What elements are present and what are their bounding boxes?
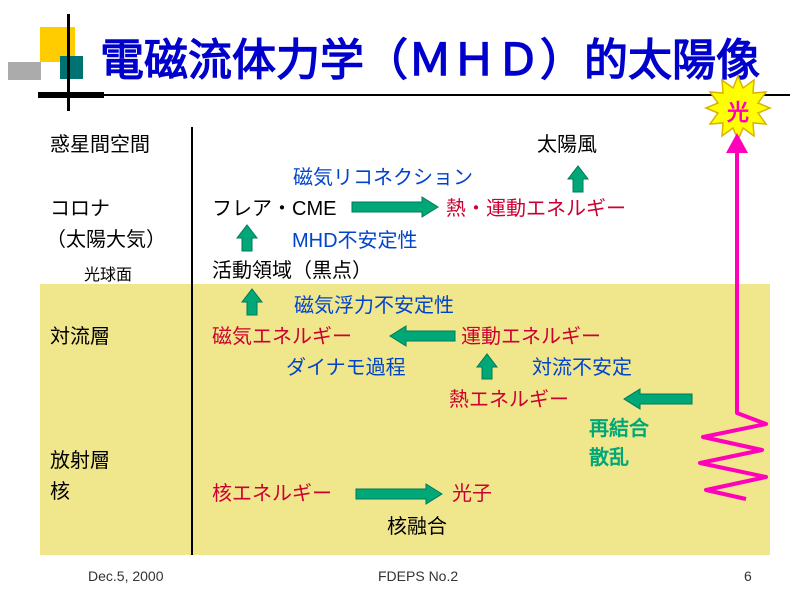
footer-page-number: 6 — [744, 568, 752, 584]
node-active-region: 活動領域（黒点） — [212, 260, 372, 282]
arrow-up-to-solar-wind-icon — [566, 165, 590, 193]
node-kinetic-energy: 運動エネルギー — [461, 326, 601, 348]
node-solar-wind: 太陽風 — [537, 134, 597, 156]
layer-label-core: 核 — [50, 481, 70, 503]
node-magnetic-reconnection: 磁気リコネクション — [293, 167, 473, 189]
layer-label-convection-zone: 対流層 — [50, 326, 110, 348]
node-nuclear-fusion: 核融合 — [387, 516, 447, 538]
title-divider-accent — [38, 92, 104, 98]
arrow-right-flare-to-energy-icon — [351, 196, 439, 218]
footer-title: FDEPS No.2 — [378, 568, 459, 584]
solar-interior-panel — [40, 284, 770, 555]
node-flare-cme: フレア・CME — [212, 198, 337, 220]
decor-gray-square — [8, 62, 41, 80]
node-thermal-kinetic-energy: 熱・運動エネルギー — [446, 198, 626, 220]
photon-arrowhead-icon — [726, 133, 748, 153]
layer-label-corona-note: （太陽大気） — [46, 229, 166, 251]
layer-label-photosphere: 光球面 — [84, 267, 133, 284]
node-magnetic-energy: 磁気エネルギー — [212, 326, 352, 348]
decor-vertical-line — [67, 14, 70, 111]
layer-label-corona: コロナ — [50, 198, 110, 220]
node-nuclear-energy: 核エネルギー — [212, 483, 332, 505]
decor-teal-square — [60, 56, 83, 79]
layer-separator-line — [191, 127, 193, 555]
node-recombination: 再結合 — [589, 418, 649, 440]
node-dynamo-process: ダイナモ過程 — [286, 357, 406, 379]
light-label: 光 — [726, 100, 749, 125]
node-magnetic-buoyancy-instability: 磁気浮力不安定性 — [294, 295, 454, 317]
node-photon: 光子 — [452, 483, 492, 505]
arrow-up-mhd-instability-icon — [235, 224, 259, 252]
title-divider-line — [38, 94, 790, 96]
layer-label-interplanetary: 惑星間空間 — [50, 134, 150, 156]
node-mhd-instability: MHD不安定性 — [292, 230, 418, 252]
node-convective-instability: 対流不安定 — [532, 357, 632, 379]
layer-label-radiative-zone: 放射層 — [50, 450, 110, 472]
slide-title: 電磁流体力学（ＭＨＤ）的太陽像 — [100, 36, 760, 85]
node-scattering: 散乱 — [589, 447, 629, 469]
footer-date: Dec.5, 2000 — [88, 568, 164, 584]
node-thermal-energy: 熱エネルギー — [449, 389, 569, 411]
